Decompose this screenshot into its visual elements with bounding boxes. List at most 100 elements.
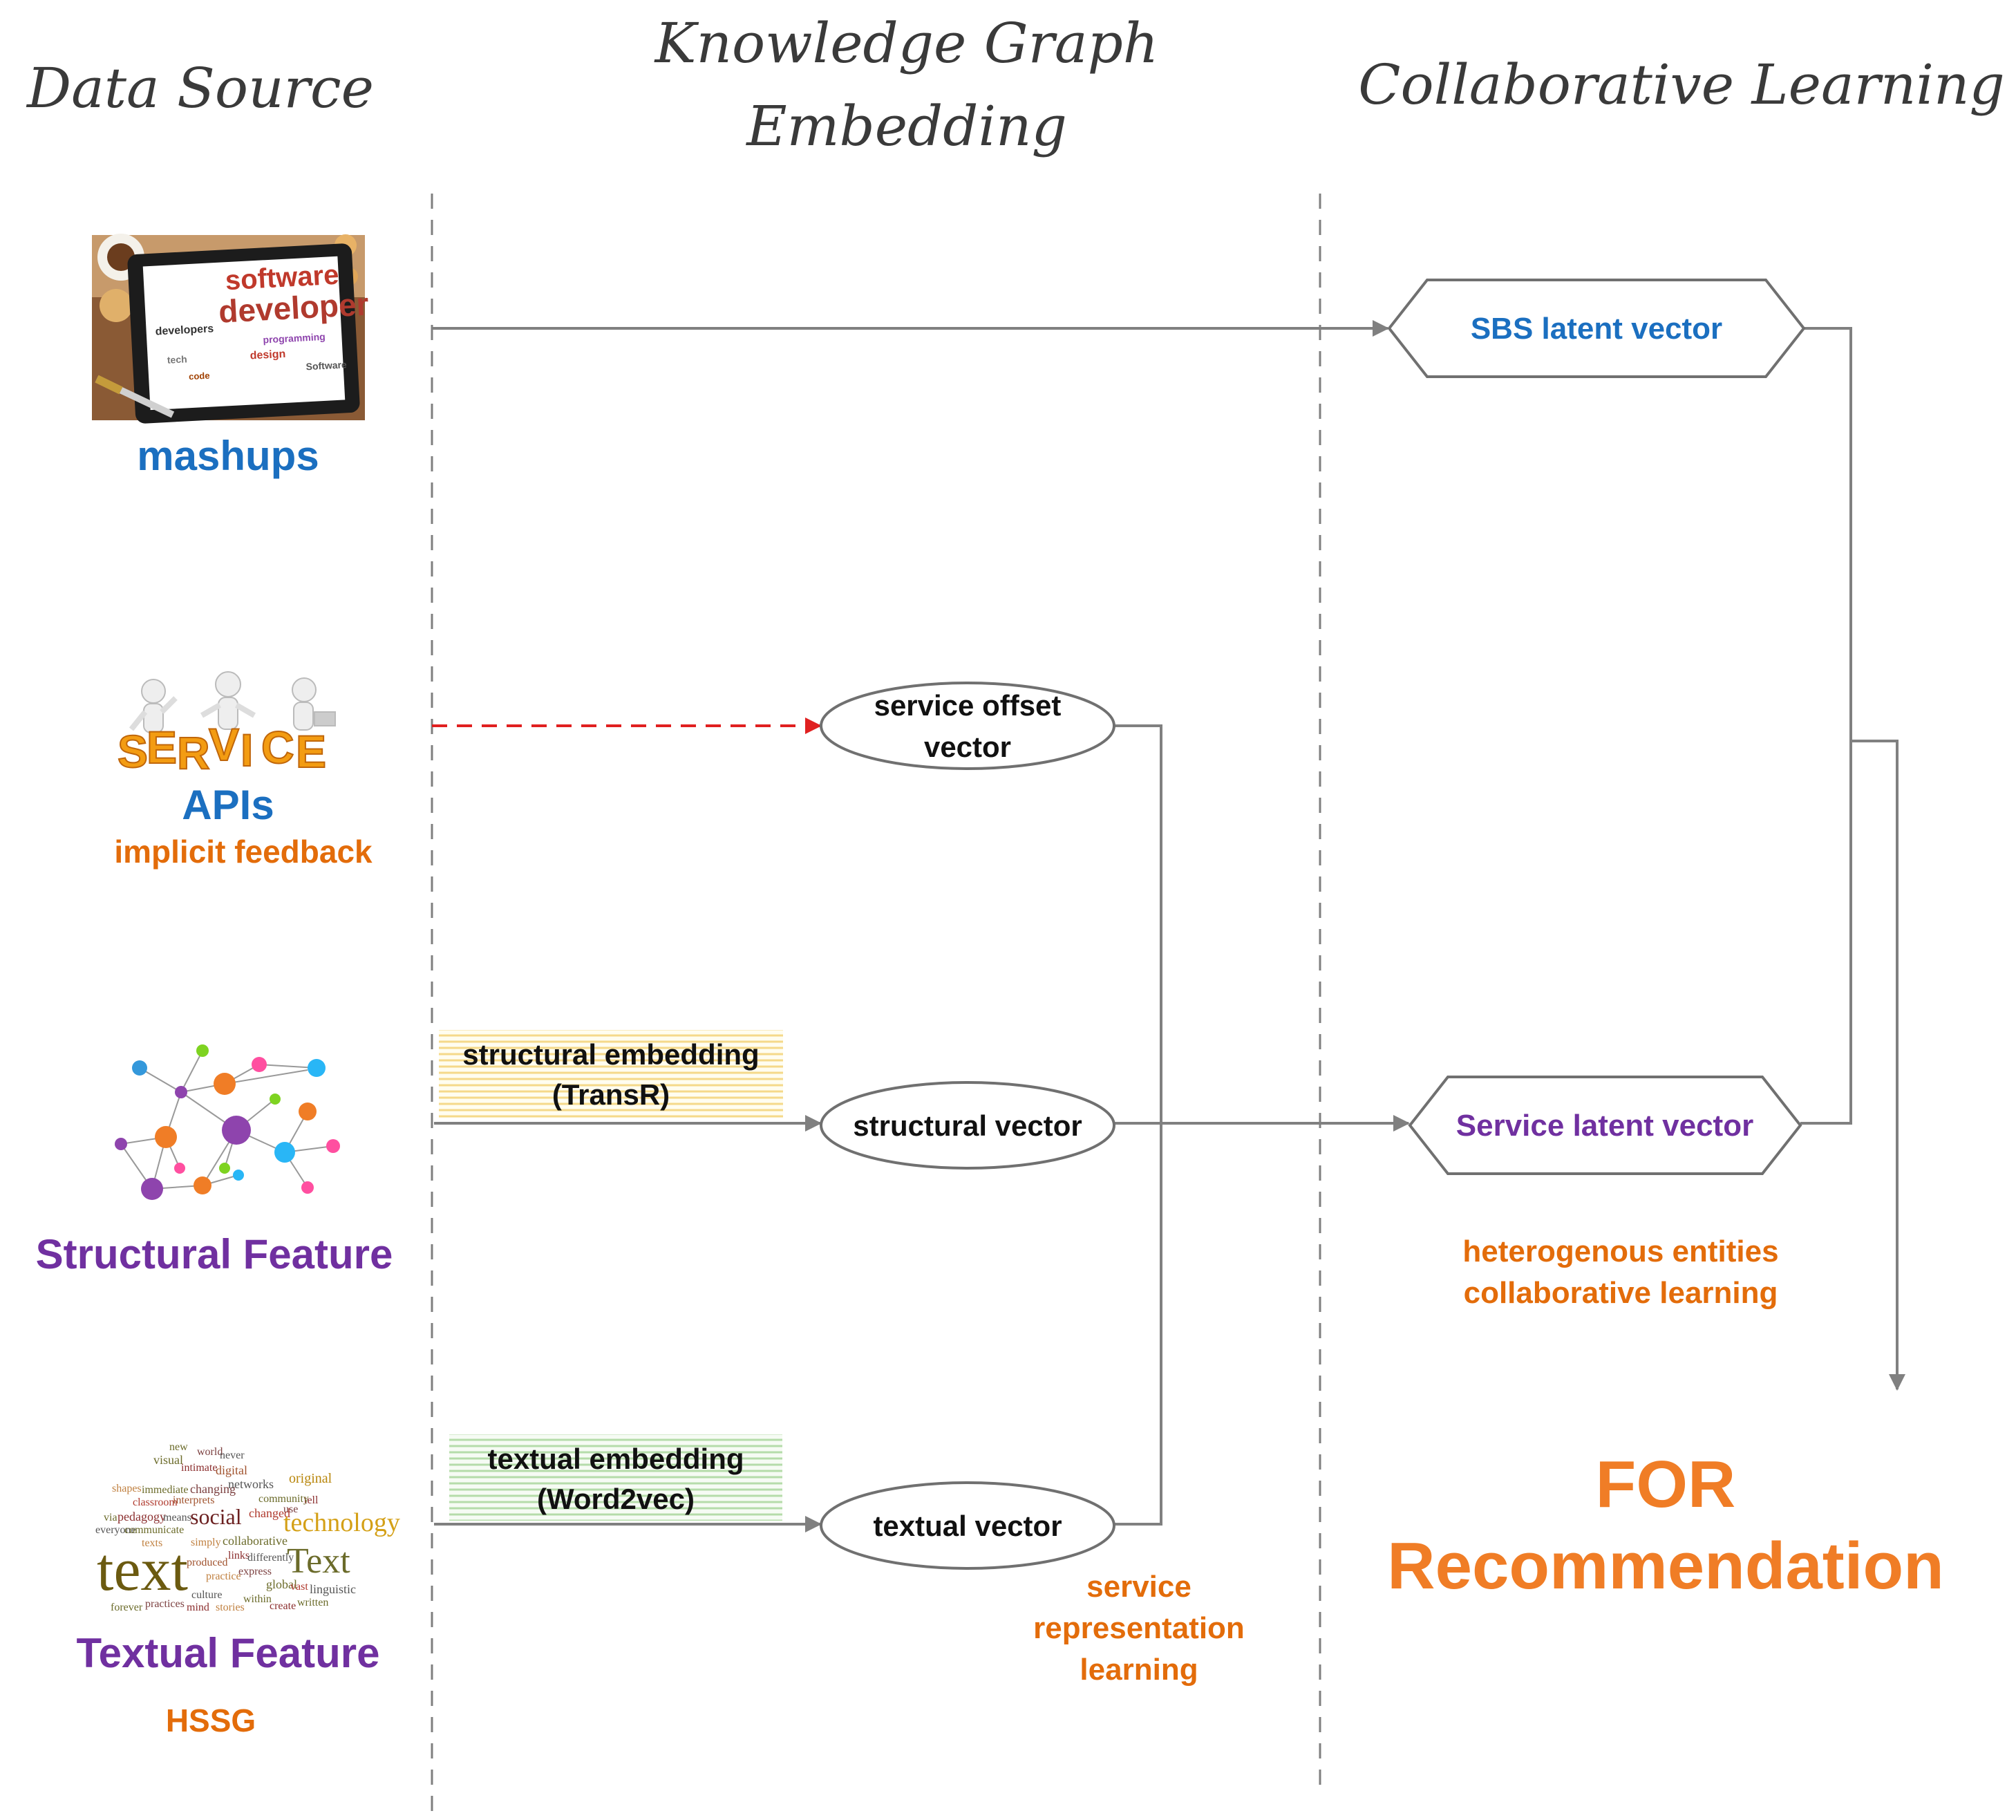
word-cloud-word: differently (247, 1552, 294, 1564)
service-offset-vector-line1: service offset (874, 689, 1062, 722)
word-cloud-word: everyone (95, 1524, 136, 1536)
word-cloud-word: texts (142, 1537, 162, 1549)
word-cloud-word: classroom (133, 1497, 178, 1508)
svg-text:I: I (241, 724, 253, 776)
service-latent-vector-label: Service latent vector (1456, 1109, 1753, 1143)
svg-text:V: V (209, 719, 239, 770)
word-cloud-word: original (289, 1471, 332, 1486)
svg-text:developers: developers (155, 323, 214, 337)
service-representation-line1: service (1086, 1570, 1191, 1604)
word-cloud-word: via (104, 1512, 117, 1523)
connector-textual-vector-merge (1114, 1123, 1162, 1526)
word-cloud-word: Text (287, 1541, 350, 1581)
word-cloud-word: digital (216, 1463, 247, 1477)
word-cloud-word: shapes (112, 1483, 142, 1494)
word-cloud-word: express (238, 1566, 272, 1577)
word-cloud-word: within (243, 1593, 272, 1605)
word-cloud-word: forever (111, 1602, 143, 1613)
word-cloud-word: practices (145, 1598, 185, 1610)
structural-embedding-highlight (439, 1030, 783, 1118)
structural-embedding-line1: structural embedding (462, 1038, 759, 1071)
word-cloud-word: social (190, 1504, 242, 1529)
textual-feature-label: Textual Feature (76, 1630, 379, 1676)
word-cloud-word: practice (206, 1570, 241, 1582)
word-cloud-word: produced (187, 1557, 228, 1568)
word-cloud-word: vast (290, 1581, 308, 1593)
svg-text:programming: programming (263, 331, 326, 346)
svg-text:R: R (177, 727, 210, 778)
word-cloud-word: changing (190, 1482, 236, 1496)
structural-embedding-line2: (TransR) (552, 1078, 670, 1111)
word-cloud-word: means (163, 1512, 191, 1523)
word-cloud-word: communicate (124, 1524, 184, 1536)
word-cloud-word: text (97, 1537, 188, 1604)
apis-label: APIs (182, 782, 274, 828)
word-cloud-word: technology (283, 1508, 400, 1537)
word-cloud-word: create (270, 1600, 296, 1612)
textual-embedding-line1: textual embedding (487, 1443, 744, 1475)
svg-text:Software: Software (305, 359, 347, 372)
word-cloud-word: simply (191, 1537, 221, 1548)
textual-vector-node (820, 1481, 1115, 1570)
word-cloud-word: world (197, 1446, 223, 1458)
svg-text:design: design (249, 348, 285, 362)
svg-text:C: C (261, 722, 294, 773)
service-representation-line2: representation (1033, 1611, 1245, 1645)
svg-text:tech: tech (167, 353, 187, 365)
heterogenous-entities-line1: heterogenous entities (1462, 1235, 1778, 1268)
word-cloud-word: interprets (173, 1494, 214, 1506)
service-offset-vector-line2: vector (924, 731, 1011, 763)
textual-embedding-line2: (Word2vec) (537, 1483, 695, 1515)
word-cloud-word: intimate (181, 1462, 217, 1474)
word-cloud-word: networks (228, 1477, 274, 1491)
word-cloud-word: culture (191, 1589, 222, 1601)
column-header-kg-line2: Embedding (745, 94, 1067, 158)
textual-vector-label: textual vector (873, 1510, 1062, 1542)
svg-text:E: E (296, 726, 326, 777)
structural-vector-node (820, 1081, 1115, 1170)
word-cloud-word: never (220, 1450, 245, 1461)
word-cloud-word: mind (187, 1602, 209, 1613)
column-header-collaborative: Collaborative Learning (1358, 53, 2005, 117)
connector-service-offset-merge (1114, 724, 1162, 1123)
structural-feature-label: Structural Feature (36, 1231, 393, 1277)
heterogenous-entities-line2: collaborative learning (1464, 1276, 1778, 1310)
word-cloud-word: new (169, 1441, 188, 1453)
word-cloud-word: use (283, 1503, 298, 1515)
word-cloud-word: community (258, 1493, 309, 1505)
svg-text:E: E (147, 722, 177, 773)
sbs-latent-vector-node (1387, 279, 1806, 378)
svg-text:S: S (117, 726, 148, 777)
word-cloud-word: written (297, 1597, 328, 1608)
column-header-kg-line1: Knowledge Graph (654, 11, 1159, 75)
for-label: FOR (1596, 1447, 1736, 1521)
software-developer-tablet-image: software developer developers programmin… (92, 234, 370, 424)
word-cloud-word: immediate (142, 1484, 189, 1496)
svg-text:developer: developer (218, 285, 370, 329)
column-header-data-source: Data Source (26, 56, 374, 120)
service-offset-vector-node (820, 682, 1115, 770)
svg-text:software: software (225, 260, 340, 297)
word-cloud-word: links (228, 1550, 249, 1561)
word-cloud-word: stories (216, 1602, 245, 1613)
connector-to-recommendation (1851, 740, 1905, 1391)
service-representation-line3: learning (1080, 1653, 1198, 1687)
implicit-feedback-label: implicit feedback (114, 834, 373, 870)
word-cloud-word: collaborative (223, 1534, 288, 1548)
textual-embedding-highlight (449, 1434, 782, 1521)
svg-text:code: code (189, 370, 210, 382)
recommendation-label: Recommendation (1387, 1529, 1943, 1603)
sbs-latent-vector-label: SBS latent vector (1471, 312, 1722, 346)
connector-sbs-out (1800, 327, 1852, 1125)
structural-vector-label: structural vector (853, 1109, 1082, 1142)
word-cloud-word: linguistic (310, 1582, 356, 1596)
hssg-label: HSSG (166, 1702, 256, 1738)
word-cloud-word: tell (304, 1494, 319, 1506)
word-cloud-word: pedagogy (117, 1510, 166, 1523)
word-cloud-word: visual (153, 1453, 183, 1467)
service-figures-image: S E R V I C E (117, 671, 336, 779)
service-latent-vector-node (1408, 1076, 1802, 1175)
word-cloud-word: global (266, 1577, 297, 1591)
network-graph-image (115, 1044, 340, 1200)
